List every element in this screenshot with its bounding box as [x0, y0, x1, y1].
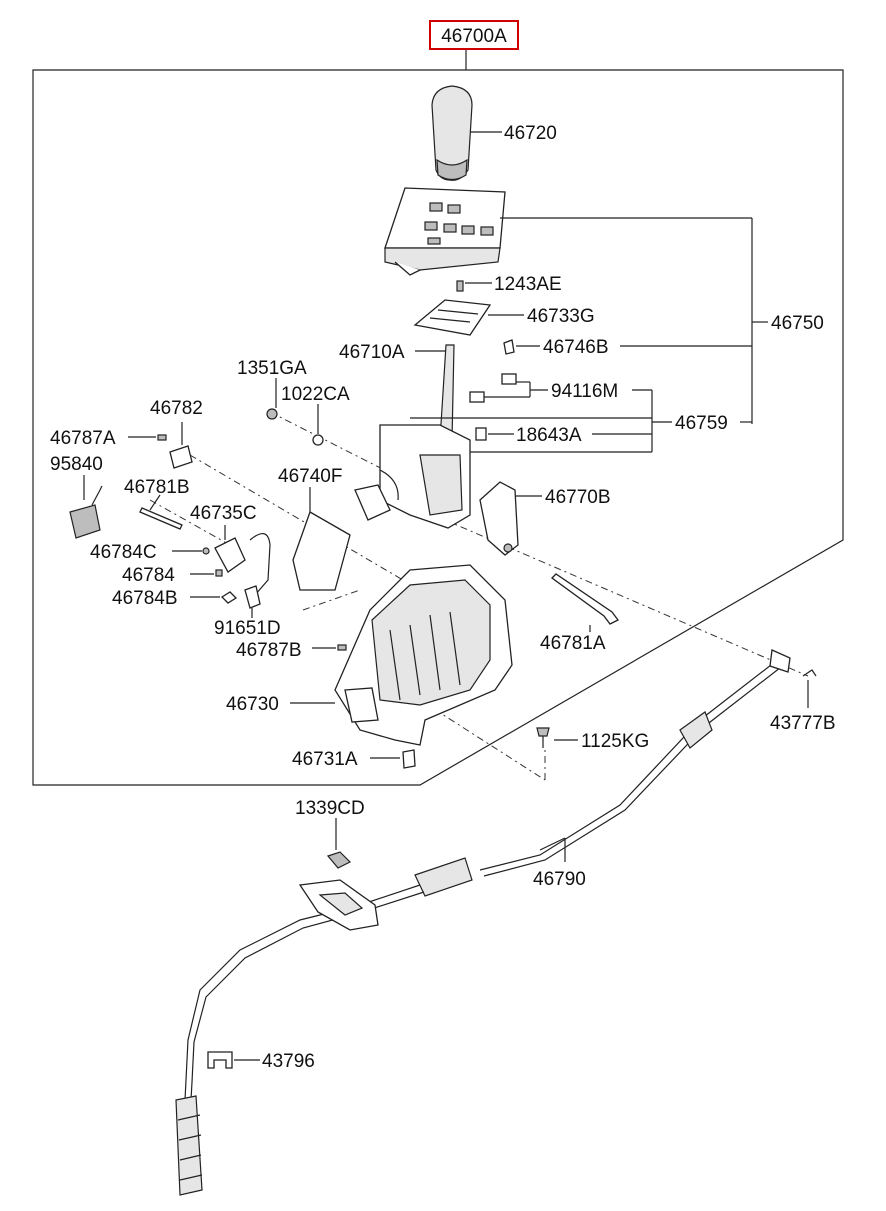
- label-1243AE[interactable]: 1243AE: [494, 274, 562, 295]
- label-1125KG[interactable]: 1125KG: [581, 731, 649, 752]
- detent-plate[interactable]: 46733G: [413, 299, 595, 336]
- label-46730[interactable]: 46730: [226, 694, 279, 715]
- shield-46740F[interactable]: 46740F: [278, 466, 351, 591]
- assembly-boundary: [32, 50, 844, 786]
- label-46710A[interactable]: 46710A: [339, 342, 405, 363]
- indicator-panel[interactable]: 46750: [384, 187, 824, 424]
- label-1022CA[interactable]: 1022CA: [281, 384, 350, 405]
- label-94116M[interactable]: 94116M: [551, 381, 618, 402]
- sensor-46782[interactable]: 46782: [150, 398, 203, 469]
- label-46782[interactable]: 46782: [150, 398, 203, 419]
- label-46746B[interactable]: 46746B: [543, 337, 609, 358]
- label-46790[interactable]: 46790: [533, 869, 586, 890]
- shift-knob[interactable]: 46720: [431, 85, 557, 181]
- label-91651D[interactable]: 91651D: [214, 618, 281, 639]
- harness-91651D[interactable]: 91651D: [214, 585, 281, 639]
- label-46740F[interactable]: 46740F: [278, 466, 342, 487]
- label-46770B[interactable]: 46770B: [545, 487, 611, 508]
- control-cable[interactable]: 46790: [175, 649, 791, 1196]
- label-46784B[interactable]: 46784B: [112, 588, 178, 609]
- pin-46781A[interactable]: 46781A: [540, 573, 619, 654]
- label-43777B[interactable]: 43777B: [770, 713, 836, 734]
- label-46784[interactable]: 46784: [122, 565, 175, 586]
- label-46781B[interactable]: 46781B: [124, 477, 190, 498]
- label-1339CD[interactable]: 1339CD: [295, 798, 365, 819]
- assembly-number-label: 46700A: [441, 26, 507, 47]
- bolt-1125KG[interactable]: 1125KG: [536, 727, 649, 752]
- lever-group-46759[interactable]: 46759: [410, 390, 752, 453]
- label-46735C[interactable]: 46735C: [190, 503, 257, 524]
- assembly-number-46700A[interactable]: 46700A: [429, 20, 519, 50]
- rod-46781B[interactable]: 46781B: [124, 477, 190, 530]
- label-46759[interactable]: 46759: [675, 413, 728, 434]
- label-46731A[interactable]: 46731A: [292, 749, 358, 770]
- label-95840[interactable]: 95840: [50, 454, 103, 475]
- shift-lever[interactable]: 46710A: [339, 342, 455, 441]
- spring-46784[interactable]: 46784: [122, 565, 223, 586]
- screw-46787B[interactable]: 46787B: [236, 640, 347, 661]
- label-46720[interactable]: 46720: [504, 123, 557, 144]
- screw-1243AE[interactable]: 1243AE: [456, 274, 562, 295]
- lever-mechanism[interactable]: [354, 424, 471, 529]
- pin-18643A[interactable]: 18643A: [475, 425, 652, 446]
- wiring-95840[interactable]: 95840: [50, 454, 103, 539]
- label-46733G[interactable]: 46733G: [527, 306, 595, 327]
- label-46781A[interactable]: 46781A: [540, 633, 606, 654]
- nut-1339CD[interactable]: 1339CD: [295, 798, 365, 869]
- label-1351GA[interactable]: 1351GA: [237, 358, 307, 379]
- clip-43777B[interactable]: 43777B: [770, 669, 836, 734]
- bolt-1351GA[interactable]: 1351GA: [237, 358, 307, 420]
- bushing-46731A[interactable]: 46731A: [292, 749, 416, 770]
- label-43796[interactable]: 43796: [262, 1051, 315, 1072]
- clip-46746B[interactable]: 46746B: [503, 337, 752, 358]
- label-18643A[interactable]: 18643A: [516, 425, 582, 446]
- shift-housing[interactable]: 46730: [226, 564, 513, 746]
- label-46750[interactable]: 46750: [771, 313, 824, 334]
- bracket-46770B[interactable]: 46770B: [479, 481, 611, 556]
- screw-46787A[interactable]: 46787A: [50, 428, 167, 449]
- washer-1022CA[interactable]: 1022CA: [281, 384, 350, 446]
- assembly-highlight-box: [429, 20, 519, 50]
- solenoid-46735C[interactable]: 46735C: [190, 503, 271, 596]
- bolt-94116M[interactable]: 94116M: [469, 373, 652, 403]
- label-46787A[interactable]: 46787A: [50, 428, 116, 449]
- clip-43796[interactable]: 43796: [207, 1051, 315, 1072]
- label-46784C[interactable]: 46784C: [90, 542, 157, 563]
- clip-46784C[interactable]: 46784C: [90, 542, 210, 563]
- pin-46784B[interactable]: 46784B: [112, 588, 238, 609]
- label-46787B[interactable]: 46787B: [236, 640, 302, 661]
